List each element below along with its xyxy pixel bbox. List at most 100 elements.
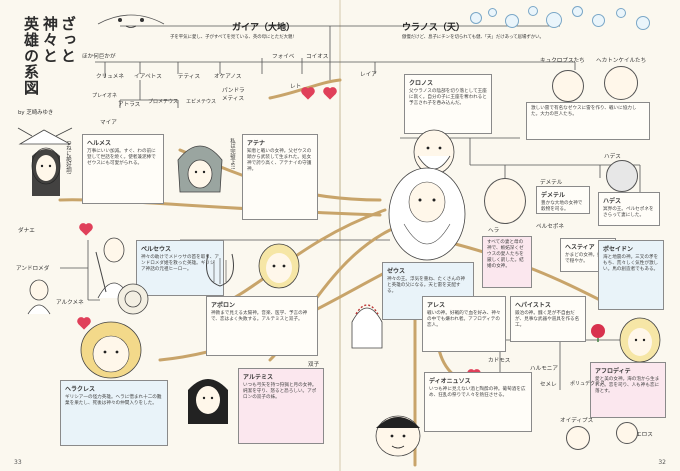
sky-bubble-icon [470,12,482,24]
aphrodite-name: アフロディテ [595,368,631,375]
label-semele: セメレ [540,382,557,388]
label-okeanos: オケアノス [214,74,242,80]
zeus-illustration [384,164,470,264]
label-polydektes: ポリュデクテス [570,381,606,387]
hermes-name: ヘルメス [87,140,112,147]
hermes-illustration [14,126,74,218]
ares-text: 戦いの神。好戦的で血を好み、神々の中でも嫌われ者。アフロディテの恋人。 [427,311,501,328]
gaia-face-illustration [96,6,166,30]
label-atlas: アトラス [118,102,141,108]
kyklopes-text: 激しい雷で有名なゼウスに雷を作り、戦いに協力した。大力の巨人たち。 [531,106,637,117]
label-epimetheus: エピメテウス [186,99,217,105]
hephaistos-name: ヘパイストス [515,302,551,309]
apollon-illustration [248,236,310,294]
author-byline: by 芝崎みゆき [18,110,54,116]
label-prometheus: プロメテウス [148,99,179,105]
athena-box: アテナ 知恵と戦いの女神。父ゼウスの頭から武装して生まれた。処女神で誇り高く、ア… [242,134,318,220]
dionysos-illustration [370,410,426,458]
aphrodite-illustration [612,314,668,368]
ares-box: アレス 戦いの神。好戦的で血を好み、神々の中でも嫌われ者。アフロディテの恋人。 [422,296,506,352]
label-hekatoncheires: ヘカトンケイルたち [596,58,647,64]
apollon-text: 神教まで見える太陽神。音楽、医学、予言の神で、恋はよく失敗する。アルテミスと双子… [211,311,308,322]
label-rhea: レイア [360,72,377,78]
hekatoncheires-face-illustration [604,66,638,100]
title-line-1: ざっと [59,16,77,64]
athena-illustration [170,132,230,202]
kronos-box: クロノス 父ウラノスの陰部を切り落として王座に就く。自分の子に王座を奪われると予… [404,74,492,134]
page-title: ざっと 神々と 英雄の系図 [18,16,77,108]
herakles-box: ヘラクレス ギリシア一の怪力英雄。ヘラに憎まれ十二の難業を果たし、死後は神々の仲… [60,380,168,446]
athena-side-remark: 私は完璧よ!! [229,138,235,170]
label-hades: ハデス [604,154,621,160]
shield-icon [116,282,150,316]
gaia-description: 子を平気に愛し、子がすべてを見ている、英の母にとただ大親! [170,35,295,40]
oidipous-face-illustration [566,426,590,450]
hermes-text: 万事にいい加減。すぐ、わの前に登して世話を焼く。使者兼泥棒でゼウスにも可愛がられ… [87,149,156,166]
label-leto: レト [290,84,302,90]
artemis-name: アルテミス [243,374,273,381]
dionysos-box: ディオニュソス いつも神に見えない酒と陶酔の神。葡萄酒を広め、狂乱の祭りで人々を… [424,372,532,432]
hades-box: ハデス 冥界の王。ペルセポネをさらって妻にした。 [598,192,660,226]
hades-name: ハデス [603,198,622,205]
label-andromeda: アンドロメダ [16,266,50,272]
ares-illustration [348,294,386,350]
hera-illustration [484,178,526,224]
kyklopes-box: 激しい雷で有名なゼウスに雷を作り、戦いに協力した。大力の巨人たち。 [526,102,650,140]
andromeda-illustration [22,276,56,316]
label-metis: メティス [222,96,245,102]
poseidon-name: ポセイドン [603,246,634,253]
label-eros: エロス [636,432,653,438]
hestia-text: かまどの女神。控えめで穏やか。 [565,253,611,264]
perseus-box: ペルセウス 神々の助けでメドゥサの首を取り、アンドロメダ姫を救った英雄。ギリシア… [136,240,224,296]
label-harmonia: ハルモニア [530,366,558,372]
label-others: ほか何巨かが [82,54,116,60]
ares-name: アレス [427,302,446,309]
sky-bubble-icon [505,14,519,28]
apollon-name: アポロン [211,302,236,309]
page-gutter [339,0,341,471]
kyklopes-face-illustration [552,70,584,102]
hera-box: すべての妻と母の神で、嫉妬深くゼウスの愛人たちを厳しく罰した。結婚の女神。 [482,236,532,288]
hermes-shout: つねに絶好調! [65,140,71,175]
label-alkmene: アルクメネ [56,300,84,306]
zeus-text: 神々の王。浮気を重ね、たくさんの神と英雄の父になる。天と雷を支配する。 [387,277,466,294]
demeter-text: 豊かな大地の女神で穀物を司る。 [541,201,583,212]
artemis-text: いつも弓矢を持つ狩猟と月の女神。純潔を守り、怒ると恐ろしい。アポロンの双子の妹。 [243,383,317,400]
sky-bubble-icon [636,16,650,30]
lyre-icon [200,250,240,290]
sky-bubble-icon [616,8,626,18]
label-pandora: パンドラ [222,88,245,94]
poseidon-text: 海と地震の神。三叉の矛をもち、荒々しく気性が激しい。馬の創造者でもある。 [603,255,659,272]
sky-bubble-icon [488,8,497,17]
apollon-box: アポロン 神教まで見える太陽神。音楽、医学、予言の神で、恋はよく失敗する。アルテ… [206,296,318,356]
label-iapetos: イアペトス [134,74,162,80]
perseus-name: ペルセウス [141,246,172,253]
kronos-name: クロノス [409,80,434,87]
title-line-2: 神々と [41,16,59,64]
demeter-box: デメテル 豊かな大地の女神で穀物を司る。 [536,186,590,214]
label-koios: コイオス [306,54,329,60]
artemis-box: アルテミス いつも弓矢を持つ狩猟と月の女神。純潔を守り、怒ると恐ろしい。アポロン… [238,368,324,444]
hephaistos-box: ヘパイストス 鍛冶の神。醜く足が不自由だが、見事な武器や道具を作る名工。 [510,296,586,342]
athena-name: アテナ [247,140,266,147]
label-maia: マイア [100,120,117,126]
rose-icon [588,322,608,342]
poseidon-box: ポセイドン 海と地震の神。三叉の矛をもち、荒々しく気性が激しい。馬の創造者でもあ… [598,240,664,310]
hestia-name: ヘスティア [565,244,595,251]
label-kyklopes: キュクロプスたち [540,58,585,64]
aphrodite-box: アフロディテ 愛と美の女神。海の泡から生まれた。恋を司り、人も神も恋に落とす。 [590,362,666,418]
perseus-text: 神々の助けでメドゥサの首を取り、アンドロメダ姫を救った英雄。ギリシア神話の元祖ヒ… [141,255,219,272]
aphrodite-text: 愛と美の女神。海の泡から生まれた。恋を司り、人も神も恋に落とす。 [595,377,660,394]
sky-bubble-icon [528,6,538,16]
kronos-text: 父ウラノスの陰部を切り落として王座に就く。自分の子に王座を奪われると予言され子を… [409,89,487,106]
page-number-left: 33 [14,459,22,466]
label-demeter: デメテル [540,180,563,186]
label-oidipous: オイディプス [560,418,594,424]
athena-text: 知恵と戦いの女神。父ゼウスの頭から武装して生まれた。処女神で誇り高く、アテナイの… [247,149,312,172]
demeter-name: デメテル [541,192,566,199]
eros-face-illustration [616,422,638,444]
gaia-name: ガイア（大地） [232,23,296,33]
ouranos-description: 傲慢だけど、息子にチンを切られても健、「天」だけあって居場ずかい。 [402,35,544,40]
title-line-3: 英雄の系図 [22,16,40,96]
